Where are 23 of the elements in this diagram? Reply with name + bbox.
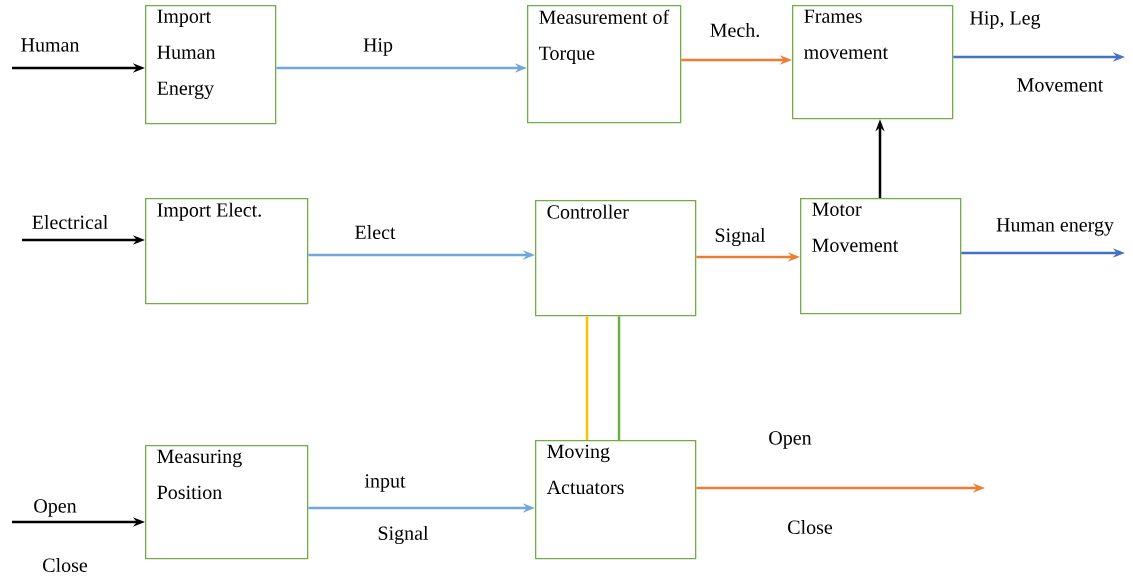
edge-label: Open — [32, 498, 78, 518]
edge-label: Elect — [353, 223, 397, 241]
process-box: Frames movement — [792, 5, 954, 120]
process-box: Moving Actuators — [535, 440, 697, 560]
text-label: Signal — [378, 525, 429, 545]
edge-label: Electrical — [30, 213, 110, 231]
process-box: Import Human Energy — [145, 5, 277, 125]
text-label: Close — [43, 557, 88, 572]
edge-label: Human energy — [995, 217, 1115, 237]
text-label: Close — [788, 519, 833, 534]
edge-label: input — [363, 473, 407, 493]
process-box: Motor Movement — [800, 198, 962, 315]
process-box: Measurement of Torque — [527, 5, 682, 124]
text-label: Movement — [1017, 78, 1104, 92]
edge-label: Hip — [362, 37, 394, 57]
edge-label: Mech. — [708, 21, 762, 39]
process-box: Import Elect. — [145, 198, 309, 305]
edge-label: Human — [19, 37, 81, 53]
process-box: Controller — [535, 200, 697, 317]
edge-label: Hip, Leg — [968, 10, 1042, 30]
edge-label: Open — [767, 430, 813, 450]
process-box: Measuring Position — [145, 445, 309, 560]
edge-label: Signal — [713, 226, 767, 248]
